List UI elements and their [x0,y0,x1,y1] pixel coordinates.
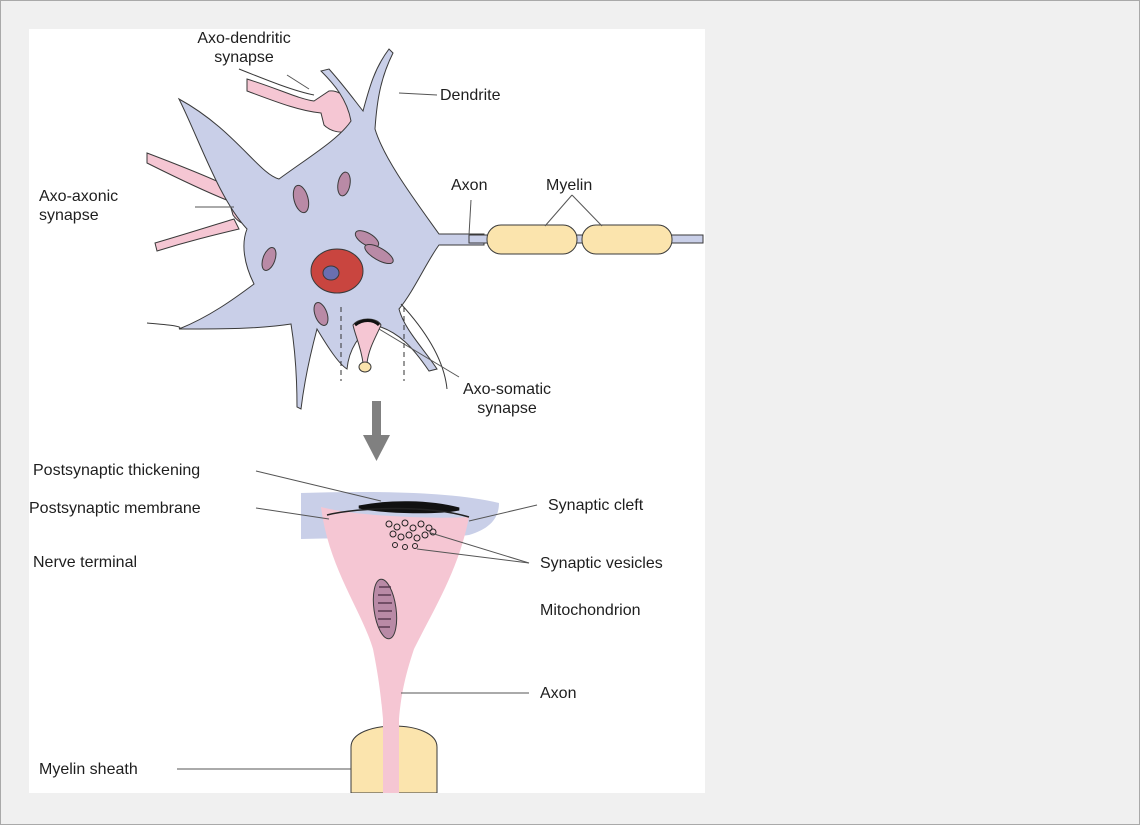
myelin-segment-1 [487,225,577,254]
nucleolus [323,266,339,280]
down-arrow-icon [363,401,390,461]
axo-somatic-terminal [353,319,381,372]
label-nerve-terminal: Nerve terminal [33,553,137,572]
label-axo-somatic-synapse: Axo-somatic synapse [447,380,567,418]
label-postsynaptic-thickening: Postsynaptic thickening [33,461,200,480]
label-axo-dendritic-synapse: Axo-dendritic synapse [179,29,309,67]
axo-dendritic-terminal [239,69,356,132]
myelin-segment-2 [582,225,672,254]
label-axon-bottom: Axon [540,684,576,703]
label-axo-axonic-line2: synapse [39,206,118,225]
label-axo-somatic-line2: synapse [447,399,567,418]
label-mitochondrion: Mitochondrion [540,601,641,620]
label-axo-axonic-line1: Axo-axonic [39,187,118,206]
label-myelin: Myelin [546,176,592,195]
label-dendrite: Dendrite [440,86,500,105]
label-synaptic-cleft: Synaptic cleft [548,496,643,515]
label-axo-dendritic-line1: Axo-dendritic [179,29,309,48]
label-axo-dendritic-line2: synapse [179,48,309,67]
label-myelin-sheath: Myelin sheath [39,760,138,779]
neuron-synapse-diagram: Axo-dendritic synapse Dendrite Axo-axoni… [29,29,705,793]
label-axon-top: Axon [451,176,487,195]
label-synaptic-vesicles: Synaptic vesicles [540,554,663,573]
label-axo-somatic-line1: Axo-somatic [447,380,567,399]
label-postsynaptic-membrane: Postsynaptic membrane [29,499,201,518]
axon-bottom-shaft [383,717,399,793]
label-axo-axonic-synapse: Axo-axonic synapse [39,187,118,225]
diagram-canvas [29,29,705,793]
